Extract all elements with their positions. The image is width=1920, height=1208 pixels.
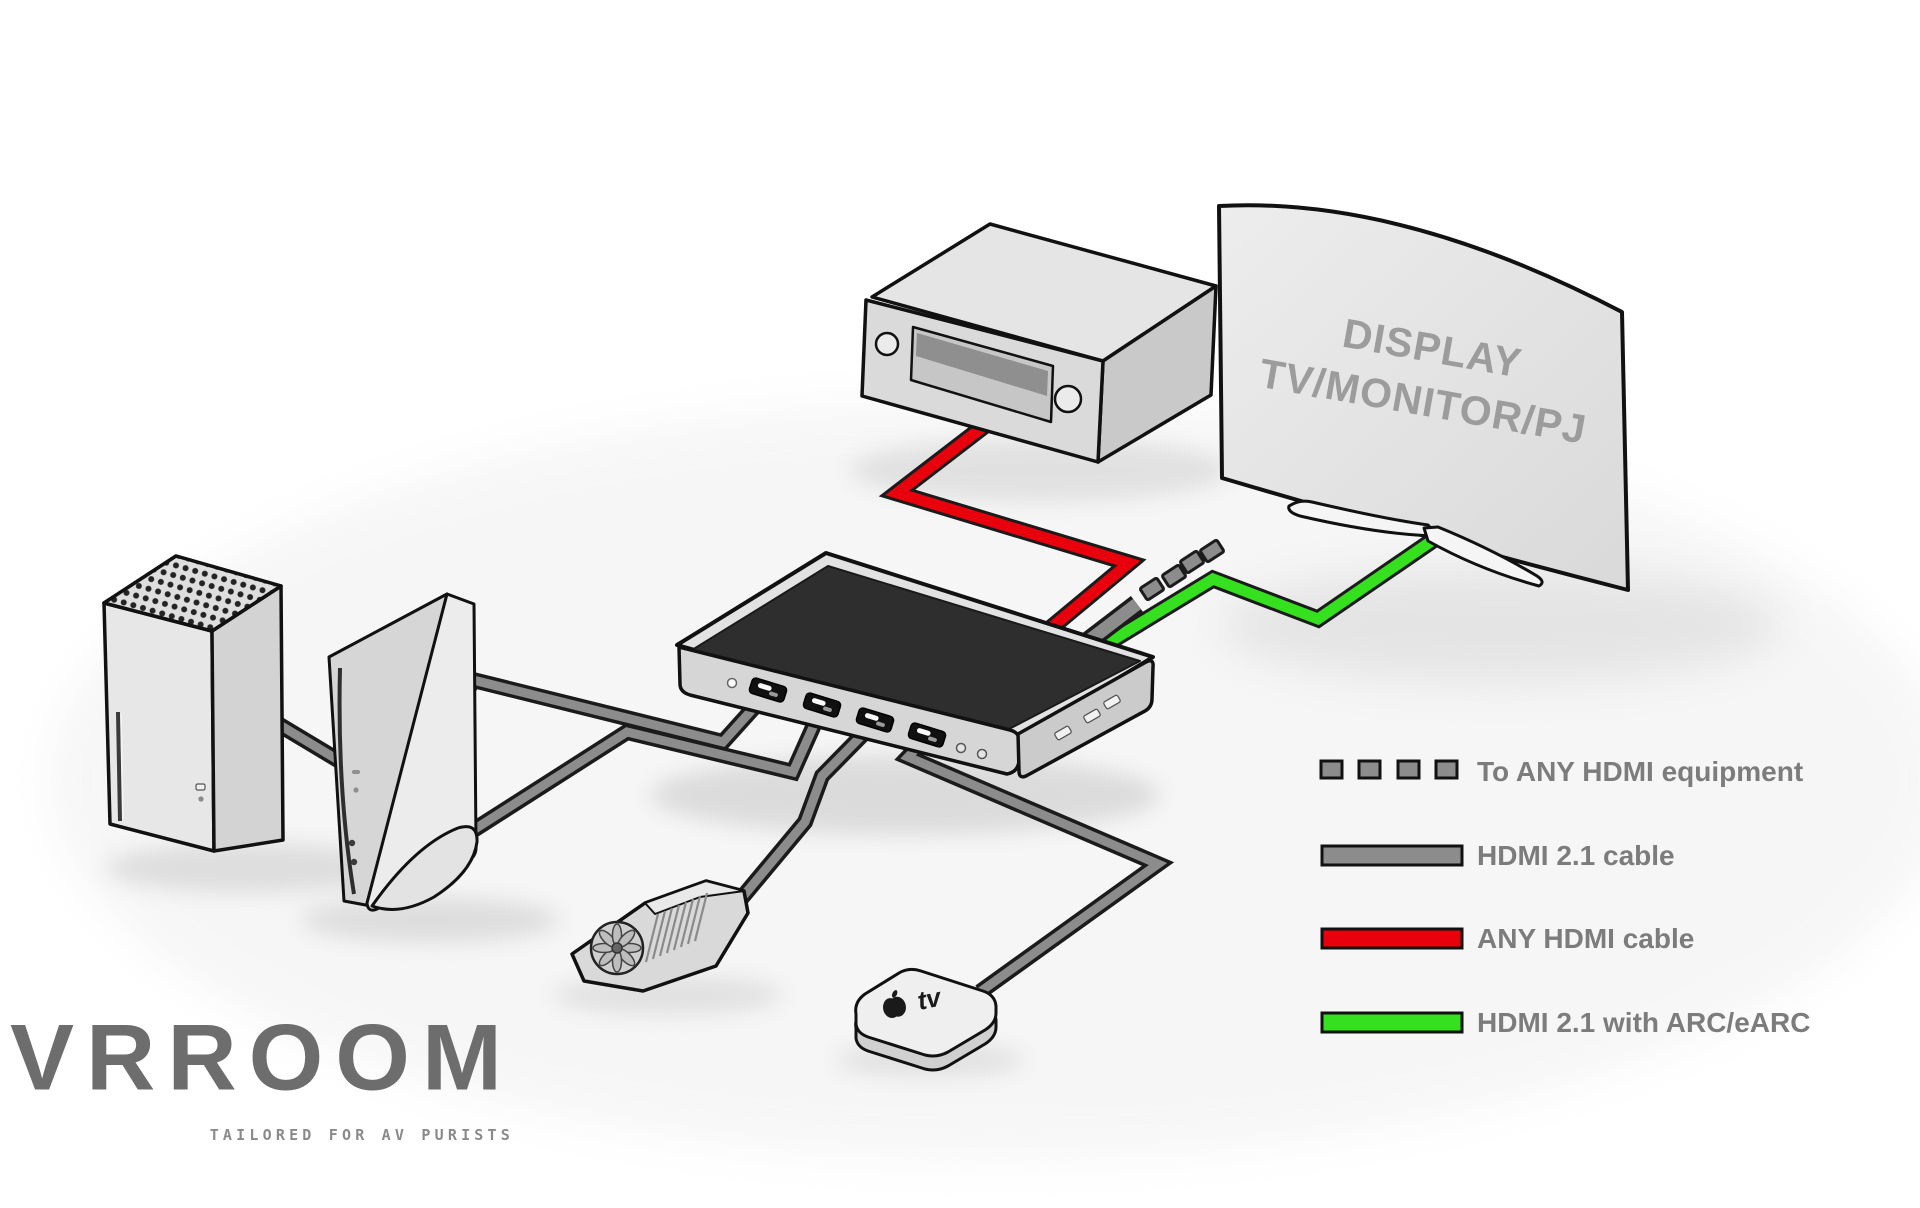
legend-swatch-green [1320,1011,1464,1034]
graphics-card [570,879,750,993]
legend-swatch-gray [1320,844,1464,867]
display-tv-monitor-projector: DISPLAY TV/MONITOR/PJ [1217,203,1630,592]
hdmi-port-1 [748,677,788,703]
brand-tagline: TAILORED FOR AV PURISTS [210,1126,514,1144]
receiver-knob-left [874,331,900,357]
hdmi-port-2 [802,692,842,718]
legend: To ANY HDMI equipment HDMI 2.1 cable ANY… [1319,756,1810,1038]
legend-swatch-dashed [1319,759,1459,780]
legend-label-dashed: To ANY HDMI equipment [1477,756,1803,787]
brand-logo-text: VRROOM [10,1006,514,1111]
hdmi-port-3 [855,707,895,733]
legend-label-red: ANY HDMI cable [1477,923,1694,954]
side-output-ports [1054,694,1121,741]
legend-row-red: ANY HDMI cable [1320,923,1694,954]
status-leds [726,677,988,760]
brand-logo: VRROOM TAILORED FOR AV PURISTS [10,1006,514,1144]
cable-ps5-to-hub [445,703,830,852]
display-stand [1287,499,1544,588]
legend-label-green: HDMI 2.1 with ARC/eARC [1477,1007,1810,1038]
receiver-display-panel [909,325,1055,424]
legend-swatch-red [1320,927,1464,950]
apple-tv-box: tv [854,967,998,1072]
cable-red-hub-to-receiver [878,413,1147,639]
cable-gpu-to-hub [733,716,881,906]
cable-green-hub-to-display [1093,530,1441,657]
legend-row-green: HDMI 2.1 with ARC/eARC [1320,1007,1810,1038]
gpu-fan-icon [589,920,645,976]
legend-row-gray: HDMI 2.1 cable [1320,840,1675,871]
gpu-heatsink-fins [644,892,709,963]
playstation-5-console [327,592,479,912]
vrroom-hdmi-processor [675,551,1155,779]
receiver-knob-right [1053,384,1083,414]
legend-row-dashed: To ANY HDMI equipment [1319,756,1803,787]
hdmi-port-4 [907,722,947,748]
legend-label-gray: HDMI 2.1 cable [1477,840,1675,871]
av-receiver [860,222,1218,464]
floor-shadows [50,400,1920,1160]
xbox-series-x-console [102,554,285,853]
hdmi-input-ports [748,677,947,748]
